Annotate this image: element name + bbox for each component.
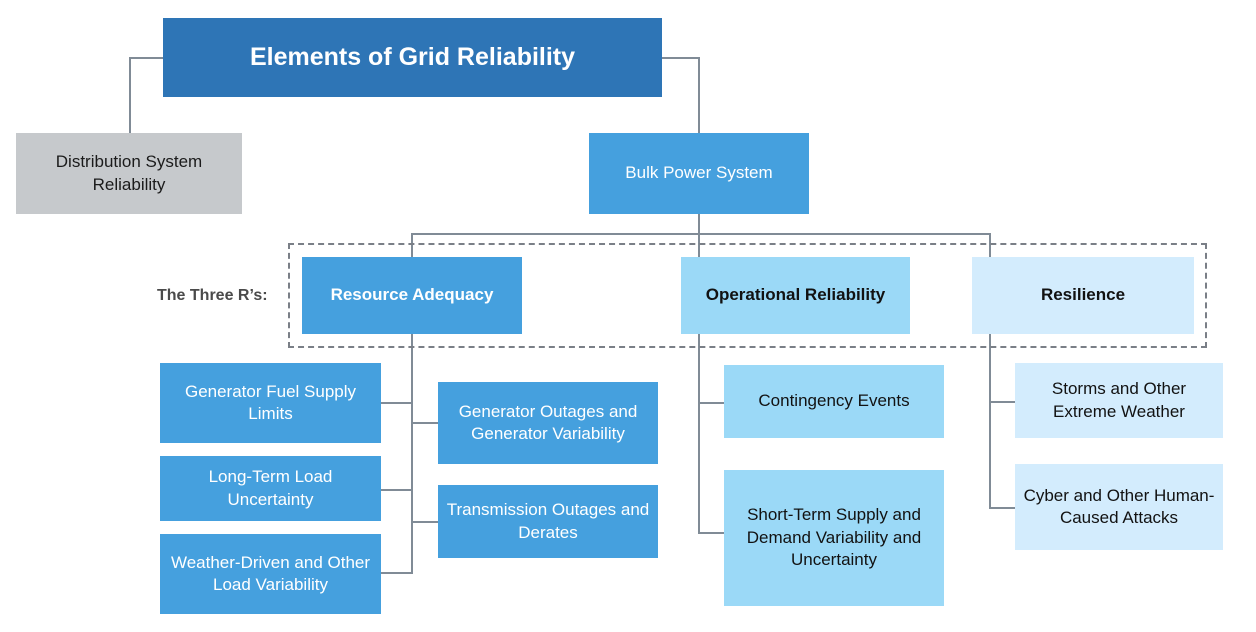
connector-ra-stub-generator-outages: [411, 422, 439, 424]
node-label: Operational Reliability: [705, 285, 886, 305]
node-label: Generator Outages and Generator Variabil…: [458, 401, 638, 443]
node-label: Generator Fuel Supply Limits: [184, 381, 357, 423]
node-distribution-system-reliability[interactable]: Distribution System Reliability: [16, 133, 242, 214]
connector-resilience-spine: [989, 334, 991, 509]
connector-operational-reliability-spine: [698, 334, 700, 534]
node-storms-and-other-extreme-weather[interactable]: Storms and Other Extreme Weather: [1015, 363, 1223, 438]
connector-bus-to-resource-adequacy: [411, 233, 413, 257]
node-label: Weather-Driven and Other Load Variabilit…: [170, 552, 371, 594]
node-bulk-power-system[interactable]: Bulk Power System: [589, 133, 809, 214]
node-label: Elements of Grid Reliability: [249, 43, 576, 71]
node-label: Resource Adequacy: [330, 285, 494, 305]
connector-title-to-distribution-horizontal: [129, 57, 164, 59]
node-generator-outages-and-generator-variability[interactable]: Generator Outages and Generator Variabil…: [438, 382, 658, 464]
connector-resource-adequacy-spine: [411, 334, 413, 574]
connector-title-to-distribution-vertical: [129, 57, 131, 134]
connector-or-stub-short-term-supply: [698, 532, 725, 534]
node-label: Resilience: [1040, 285, 1126, 305]
node-elements-of-grid-reliability[interactable]: Elements of Grid Reliability: [163, 18, 662, 97]
node-label: Contingency Events: [758, 391, 910, 411]
connector-ra-stub-long-term-load: [380, 489, 412, 491]
connector-bus-to-resilience: [989, 233, 991, 257]
node-label: Long-Term Load Uncertainty: [208, 467, 333, 509]
node-label: Short-Term Supply and Demand Variability…: [746, 505, 922, 570]
three-rs-caption: The Three R’s:: [157, 287, 268, 304]
connector-bulk-down: [698, 214, 700, 234]
node-resilience[interactable]: Resilience: [972, 257, 1194, 334]
node-long-term-load-uncertainty[interactable]: Long-Term Load Uncertainty: [160, 456, 381, 521]
node-short-term-supply-and-demand-variability-and-uncertainty[interactable]: Short-Term Supply and Demand Variability…: [724, 470, 944, 606]
node-label: Bulk Power System: [625, 163, 773, 183]
connector-res-stub-cyber-attacks: [989, 507, 1016, 509]
node-weather-driven-and-other-load-variability[interactable]: Weather-Driven and Other Load Variabilit…: [160, 534, 381, 614]
node-resource-adequacy[interactable]: Resource Adequacy: [302, 257, 522, 334]
node-contingency-events[interactable]: Contingency Events: [724, 365, 944, 438]
connector-three-rs-bus: [411, 233, 991, 235]
connector-title-to-bulk-horizontal: [661, 57, 700, 59]
node-label: Distribution System Reliability: [55, 152, 203, 194]
node-label: Transmission Outages and Derates: [446, 500, 650, 542]
node-label: Cyber and Other Human-Caused Attacks: [1023, 485, 1215, 527]
node-label: Storms and Other Extreme Weather: [1051, 379, 1187, 421]
connector-res-stub-storms: [989, 401, 1016, 403]
node-cyber-and-other-human-caused-attacks[interactable]: Cyber and Other Human-Caused Attacks: [1015, 464, 1223, 550]
node-transmission-outages-and-derates[interactable]: Transmission Outages and Derates: [438, 485, 658, 558]
connector-bus-to-operational-reliability: [698, 233, 700, 257]
connector-ra-stub-generator-fuel: [380, 402, 412, 404]
connector-or-stub-contingency-events: [698, 402, 725, 404]
connector-title-to-bulk-vertical: [698, 57, 700, 134]
connector-ra-stub-transmission-outages: [411, 521, 439, 523]
node-generator-fuel-supply-limits[interactable]: Generator Fuel Supply Limits: [160, 363, 381, 443]
connector-ra-stub-weather-driven: [380, 572, 412, 574]
node-operational-reliability[interactable]: Operational Reliability: [681, 257, 910, 334]
three-rs-group-outline: [288, 243, 1207, 348]
